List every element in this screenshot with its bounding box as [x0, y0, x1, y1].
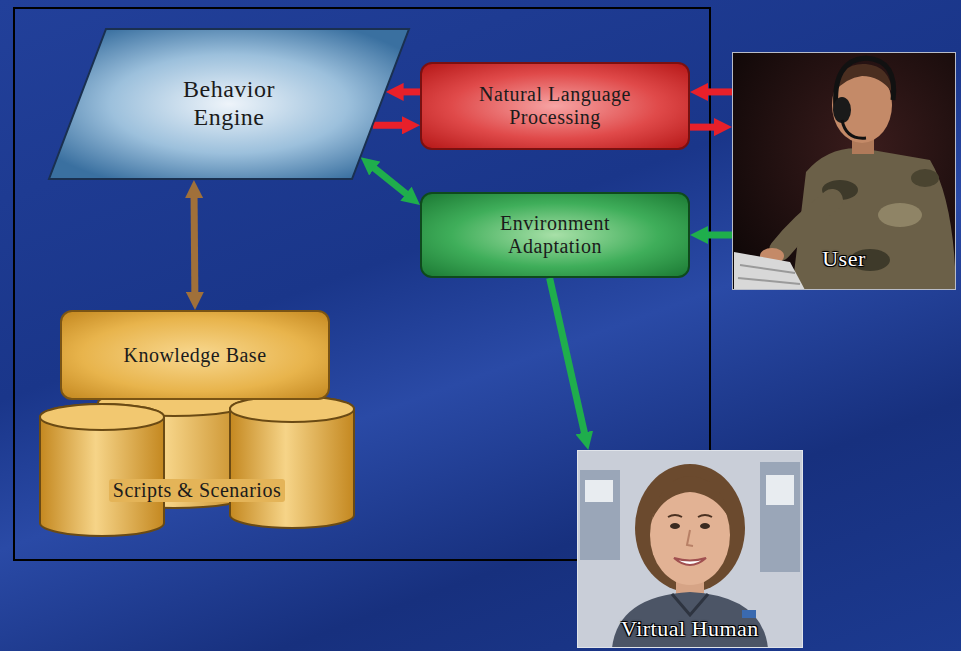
cylinder-body — [230, 396, 354, 528]
connector-arrow — [702, 232, 732, 239]
node-label: User — [822, 246, 866, 271]
node-label: Virtual Human — [621, 616, 759, 641]
connector-arrow — [702, 88, 732, 95]
process-box: Natural Language Processing — [420, 62, 690, 150]
cylinder-top — [230, 396, 354, 422]
knowledge-base: Knowledge Base — [60, 310, 330, 400]
connector-arrow — [191, 192, 199, 298]
behavior-engine: Behavior Engine — [48, 28, 410, 180]
user-photo: User — [732, 52, 956, 290]
cylinder-body — [40, 404, 164, 536]
node-label: Natural Language Processing — [460, 83, 650, 129]
data-store: Scripts & Scenarios — [38, 395, 356, 538]
node-label: Environment Adaptation — [470, 212, 640, 258]
node-label: Behavior Engine — [159, 76, 299, 131]
virtual-human-art — [577, 450, 803, 648]
node-label: Scripts & Scenarios — [109, 479, 285, 502]
cylinder-top — [40, 404, 164, 430]
user-photo-art — [732, 52, 956, 290]
connector-arrow — [373, 122, 408, 129]
connector-arrow — [370, 165, 411, 198]
connector-arrow — [550, 278, 586, 438]
system-boundary — [14, 8, 710, 560]
cylinder-shape — [38, 395, 356, 538]
virtual-human-photo: Virtual Human — [577, 450, 803, 648]
node-label: Knowledge Base — [123, 344, 266, 367]
connector-arrow — [690, 124, 720, 131]
parallelogram-outline — [49, 29, 409, 179]
connector-arrow — [398, 88, 420, 95]
process-box: Environment Adaptation — [420, 192, 690, 278]
